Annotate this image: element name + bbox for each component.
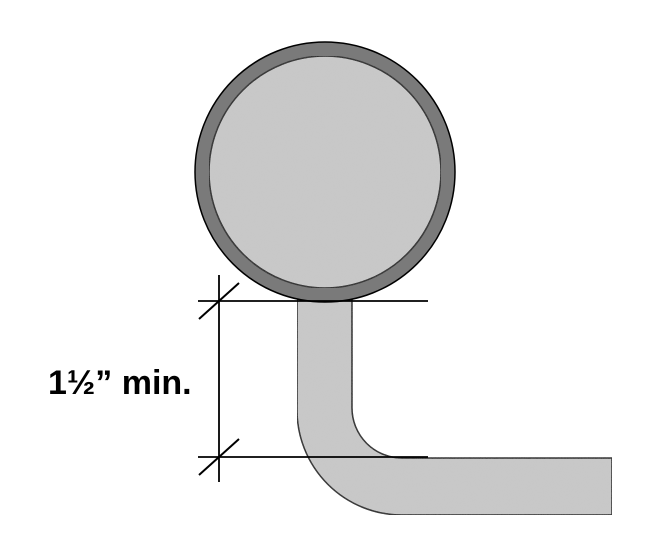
- handrail-pipe-body: [208, 55, 442, 289]
- lower-tick-mark: [198, 438, 240, 476]
- upper-tick-mark: [198, 282, 240, 320]
- dimension-label: 1½” min.: [48, 364, 192, 402]
- bracket-arm: [296, 297, 613, 516]
